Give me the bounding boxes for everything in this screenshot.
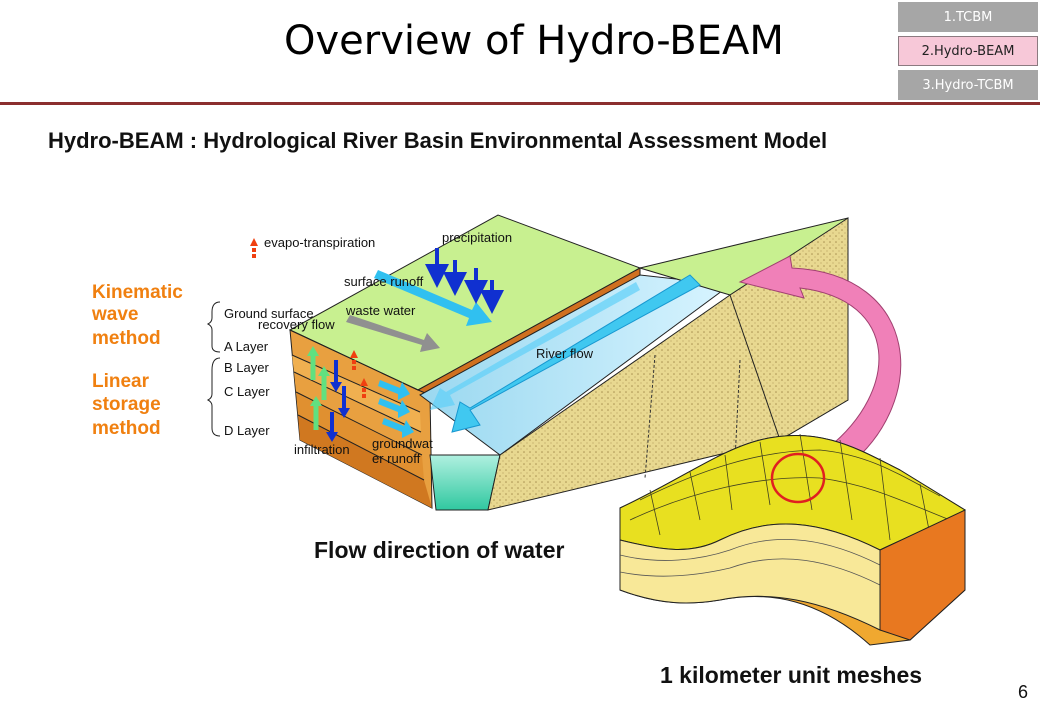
zoom-curved-arrow: [738, 255, 902, 467]
page-number: 6: [1017, 682, 1028, 702]
linear-label-3: method: [92, 418, 161, 439]
linear-label-1: Linear: [92, 371, 150, 392]
nav-tab-hydro-tcbm[interactable]: 3.Hydro-TCBM: [898, 70, 1038, 100]
river-flow-arrow-1: [451, 274, 701, 433]
river-flow-arrow-2: [430, 282, 640, 410]
model-subtitle: Hydro-BEAM : Hydrological River Basin En…: [48, 128, 828, 153]
infiltration-arrows: [307, 346, 350, 442]
layer-ground-surface: Ground surface: [224, 306, 314, 321]
kinematic-label-1: Kinematic: [92, 282, 183, 303]
groundwater-label-2: er runoff: [372, 451, 421, 466]
page-title: Overview of Hydro-BEAM: [284, 18, 784, 64]
layer-brackets: [206, 301, 221, 437]
linear-label-2: storage: [92, 394, 161, 415]
groundwater-label-1: groundwat: [372, 436, 433, 451]
evapo-arrow-icon-2: [350, 350, 368, 398]
layer-a: A Layer: [224, 339, 269, 354]
mesh-caption: 1 kilometer unit meshes: [660, 662, 923, 688]
evapo-label: evapo-transpiration: [264, 235, 375, 250]
surface-runoff-label: surface runoff: [344, 274, 424, 289]
waste-water-arrow: [346, 315, 440, 352]
layer-c: C Layer: [224, 384, 270, 399]
nav-tab-hydro-beam[interactable]: 2.Hydro-BEAM: [898, 36, 1038, 66]
mesh-grid: [619, 433, 966, 646]
layer-d: D Layer: [224, 423, 270, 438]
precip-label: precipitation: [442, 230, 512, 245]
precipitation-arrows: [425, 248, 504, 314]
recovery-flow-label: recovery flow: [258, 317, 335, 332]
layer-b: B Layer: [224, 360, 269, 375]
evapo-arrow-icon: [250, 238, 258, 258]
nav-tab-tcbm[interactable]: 1.TCBM: [898, 2, 1038, 32]
river-flow-label: River flow: [536, 346, 594, 361]
infiltration-label: infiltration: [294, 442, 350, 457]
title-divider: [0, 102, 1040, 105]
surface-runoff-arrow: [374, 270, 492, 326]
kinematic-label-2: wave: [91, 304, 138, 325]
waste-water-label: waste water: [345, 303, 416, 318]
flow-caption: Flow direction of water: [314, 537, 565, 563]
kinematic-label-3: method: [92, 328, 161, 349]
groundwater-arrows: [378, 380, 414, 438]
